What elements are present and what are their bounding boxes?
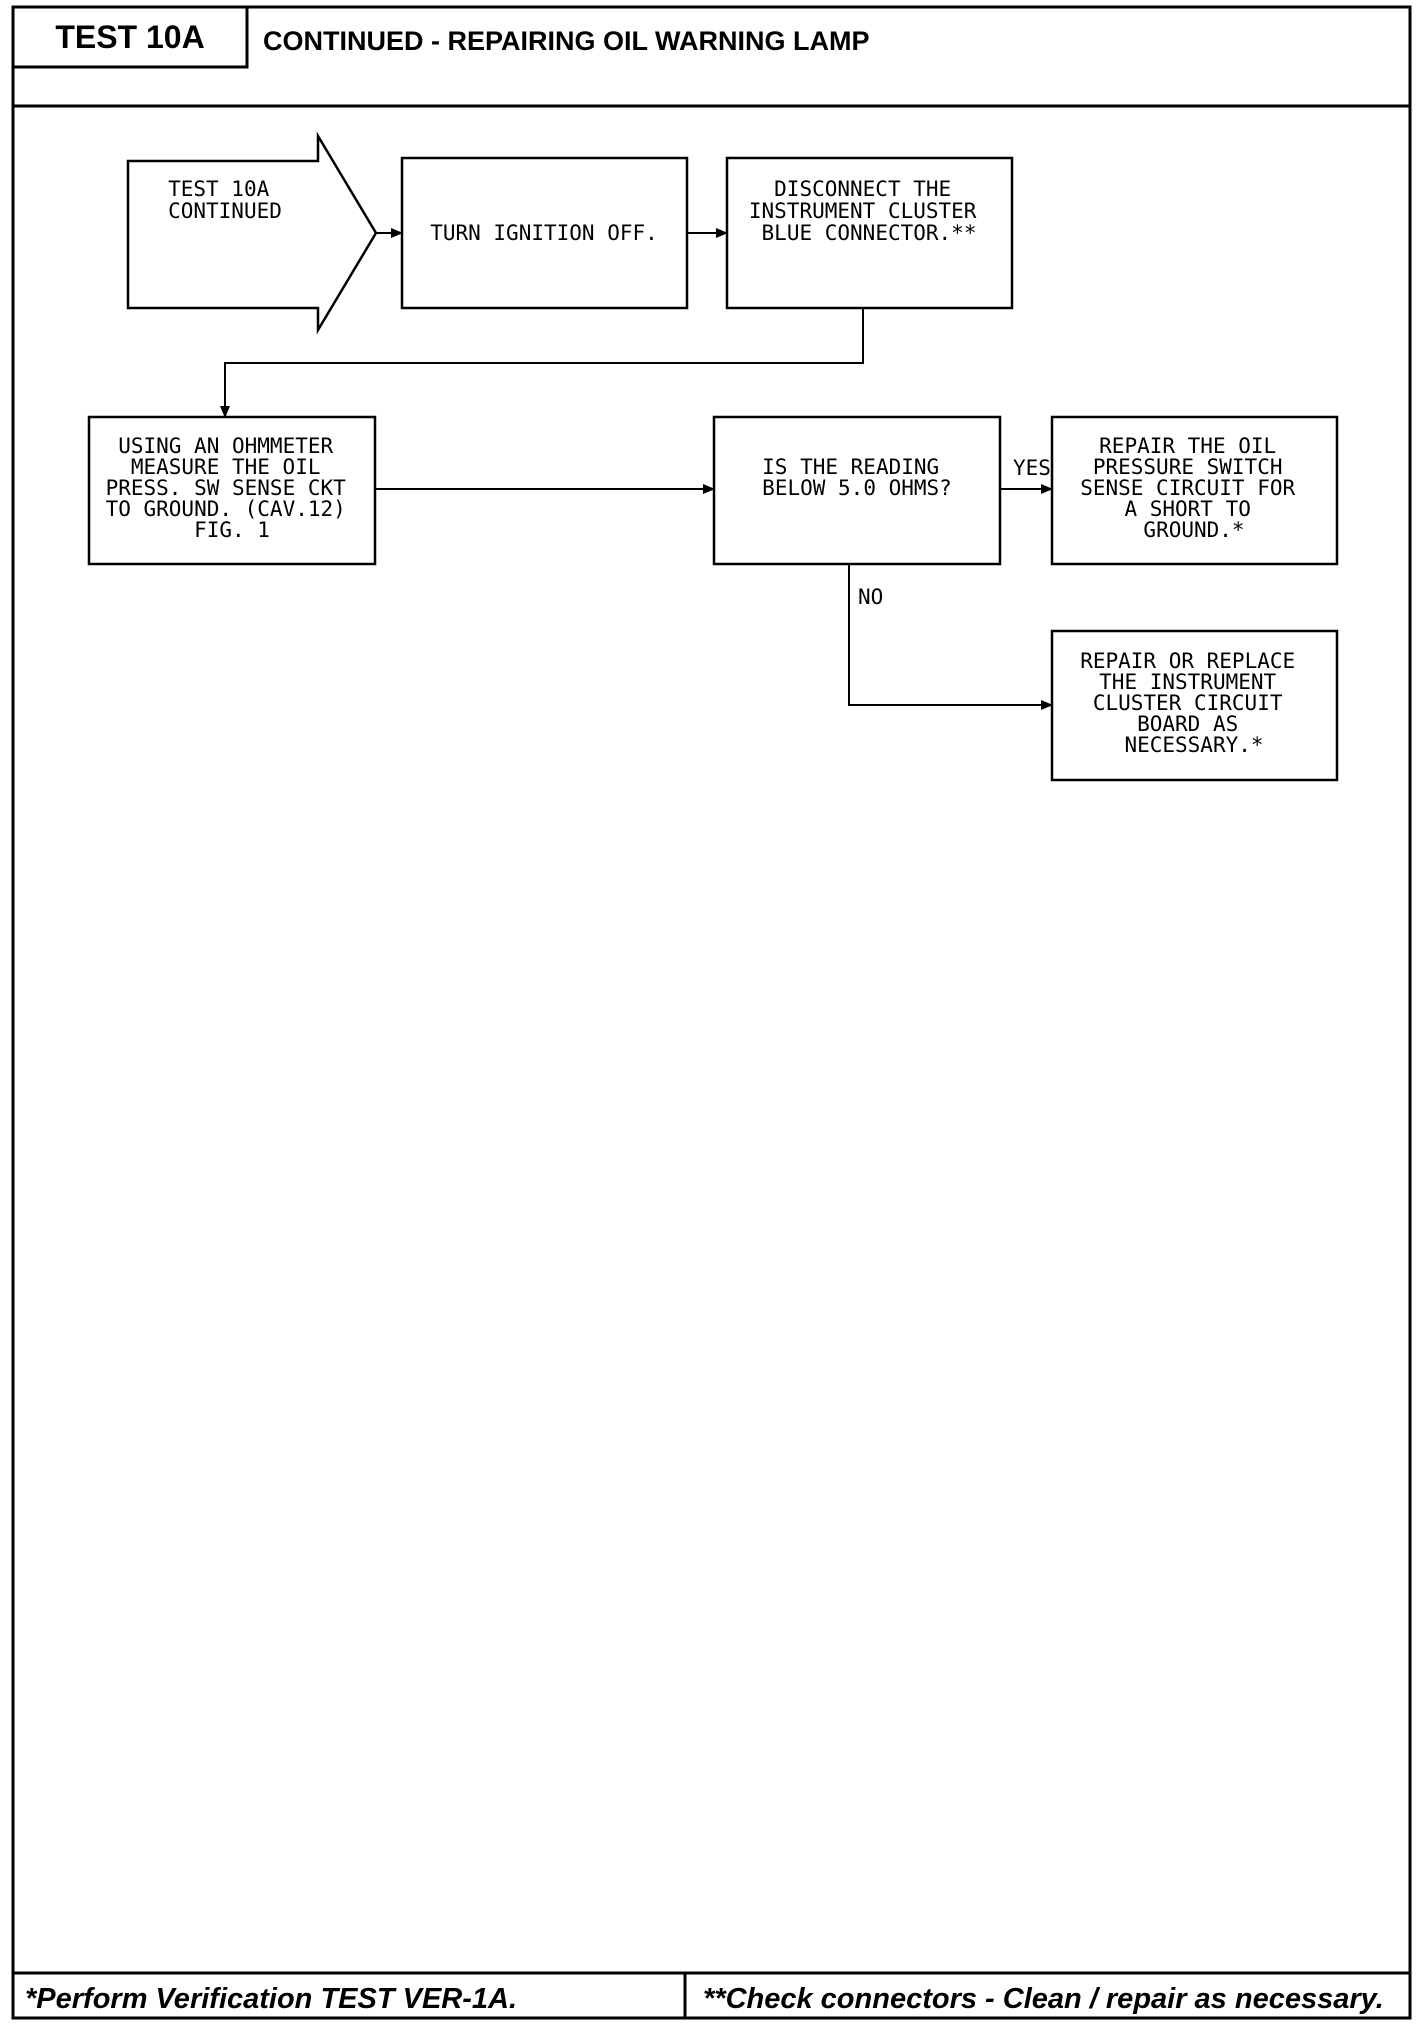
- connector-decision-no: [848, 564, 1053, 710]
- page-border: [11, 5, 1412, 2020]
- decision-box: [712, 415, 1002, 566]
- start-line-2: CONTINUED: [168, 199, 282, 223]
- step-line: THE INSTRUMENT: [1099, 670, 1276, 694]
- step-box: [400, 156, 689, 310]
- step-box: [87, 415, 377, 566]
- header: TEST 10A CONTINUED - REPAIRING OIL WARNI…: [11, 5, 1410, 108]
- step-line: USING AN OHMMETER: [118, 434, 333, 458]
- step-measure-resistance: USING AN OHMMETER MEASURE THE OIL PRESS.…: [87, 415, 377, 566]
- connector-disconnect-to-measure: [220, 308, 864, 418]
- step-turn-ignition-off: TURN IGNITION OFF.: [400, 156, 689, 310]
- step-line: BOARD AS: [1137, 712, 1238, 736]
- no-label: NO: [858, 585, 883, 609]
- start-line-1: TEST 10A: [168, 177, 270, 201]
- step-line: FIG. 1: [194, 518, 270, 542]
- step-line: IS THE READING: [762, 455, 939, 479]
- step-replace-board: REPAIR OR REPLACE THE INSTRUMENT CLUSTER…: [1050, 629, 1339, 782]
- page-title: CONTINUED - REPAIRING OIL WARNING LAMP: [263, 26, 870, 56]
- step-box: [725, 156, 1014, 310]
- step-line: GROUND.*: [1143, 518, 1244, 542]
- step-line: REPAIR THE OIL: [1099, 434, 1276, 458]
- start-node: TEST 10A CONTINUED: [126, 131, 378, 335]
- step-line: MEASURE THE OIL: [131, 455, 321, 479]
- step-line: A SHORT TO: [1124, 497, 1250, 521]
- start-arrow-shape: [126, 131, 378, 335]
- step-line: BELOW 5.0 OHMS?: [762, 476, 952, 500]
- footer-right-note: **Check connectors - Clean / repair as n…: [703, 1983, 1384, 2015]
- step-line: DISCONNECT THE: [774, 177, 951, 201]
- step-repair-short: REPAIR THE OIL PRESSURE SWITCH SENSE CIR…: [1050, 415, 1339, 566]
- step-line: REPAIR OR REPLACE: [1080, 649, 1295, 673]
- step-line: PRESSURE SWITCH: [1093, 455, 1283, 479]
- step-text: TURN IGNITION OFF.: [430, 221, 658, 245]
- step-line: TO GROUND. (CAV.12): [106, 497, 346, 521]
- footer: *Perform Verification TEST VER-1A. **Che…: [13, 1971, 1410, 2018]
- test-label-box: [11, 5, 249, 69]
- decision-text: IS THE READING BELOW 5.0 OHMS?: [762, 455, 952, 500]
- step-line: INSTRUMENT CLUSTER: [749, 199, 977, 223]
- step-text: REPAIR OR REPLACE THE INSTRUMENT CLUSTER…: [1080, 649, 1308, 757]
- start-node-text: TEST 10A CONTINUED: [168, 177, 282, 223]
- step-line: NECESSARY.*: [1124, 733, 1263, 757]
- step-text: USING AN OHMMETER MEASURE THE OIL PRESS.…: [106, 434, 359, 542]
- step-text: DISCONNECT THE INSTRUMENT CLUSTER BLUE C…: [749, 177, 989, 245]
- step-line: PRESS. SW SENSE CKT: [106, 476, 347, 500]
- yes-label: YES: [1013, 456, 1051, 480]
- step-disconnect-connector: DISCONNECT THE INSTRUMENT CLUSTER BLUE C…: [725, 156, 1014, 310]
- test-label: TEST 10A: [55, 19, 204, 55]
- flowchart: TEST 10A CONTINUED TURN IGNITION OFF. DI…: [87, 131, 1339, 782]
- footer-left-note: *Perform Verification TEST VER-1A.: [25, 1983, 517, 2015]
- step-reading-question: IS THE READING BELOW 5.0 OHMS?: [712, 415, 1002, 566]
- step-line: SENSE CIRCUIT FOR: [1080, 476, 1295, 500]
- step-line: TURN IGNITION OFF.: [430, 221, 658, 245]
- step-text: REPAIR THE OIL PRESSURE SWITCH SENSE CIR…: [1080, 434, 1308, 542]
- step-box: [1050, 415, 1339, 566]
- step-line: CLUSTER CIRCUIT: [1093, 691, 1283, 715]
- step-line: BLUE CONNECTOR.**: [762, 221, 977, 245]
- step-box: [1050, 629, 1339, 782]
